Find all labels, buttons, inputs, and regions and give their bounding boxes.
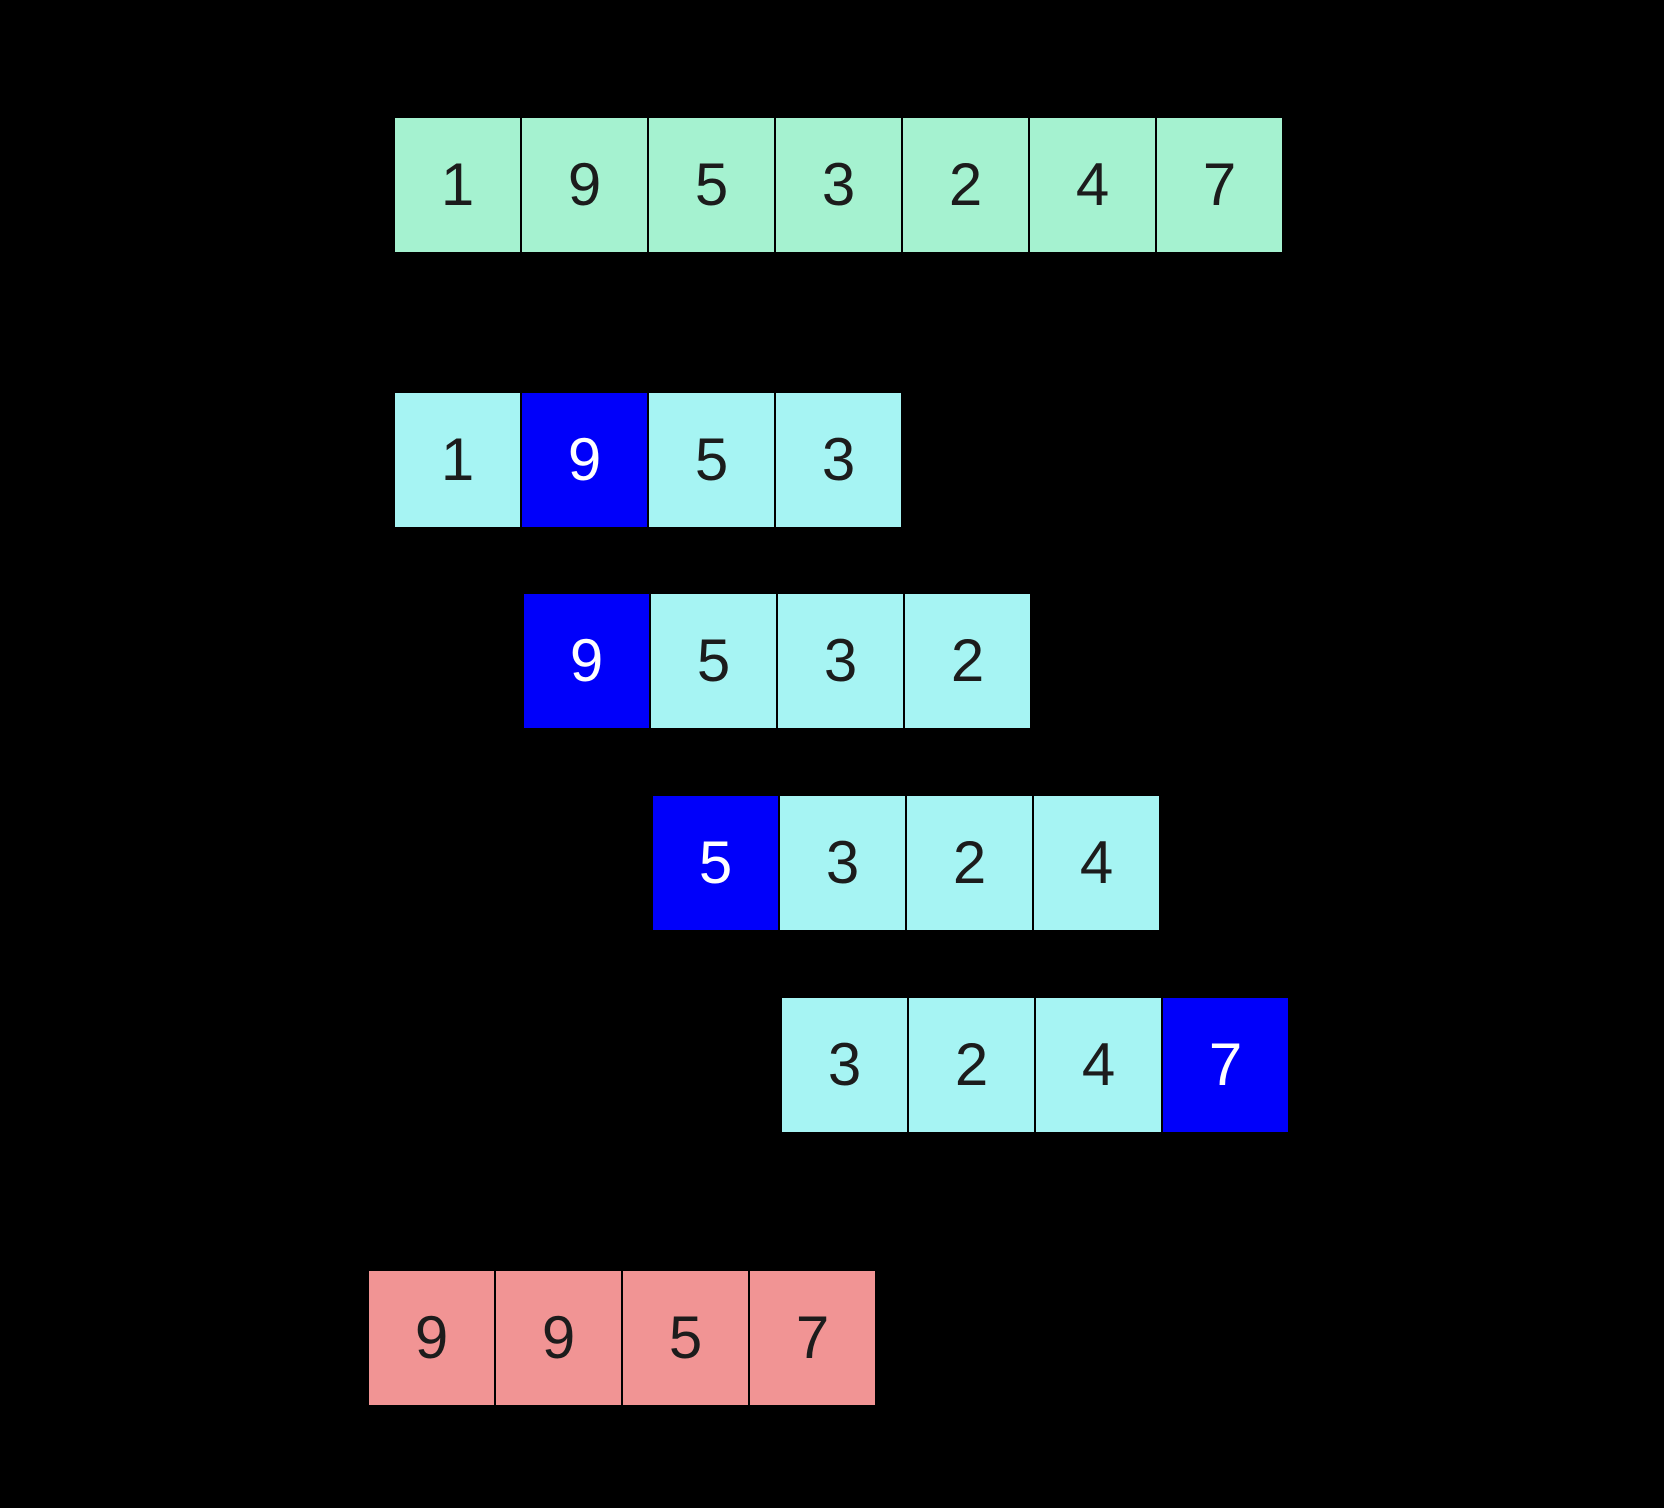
array-cell: 3 bbox=[776, 592, 905, 730]
array-cell: 9 bbox=[494, 1269, 623, 1407]
array-cell: 5 bbox=[621, 1269, 750, 1407]
window-max-cell: 5 bbox=[651, 794, 780, 932]
window-max-cell: 9 bbox=[520, 391, 649, 529]
array-cell: 2 bbox=[907, 996, 1036, 1134]
array-cell: 2 bbox=[901, 116, 1030, 254]
array-cell: 2 bbox=[903, 592, 1032, 730]
array-cell: 4 bbox=[1034, 996, 1163, 1134]
array-cell: 3 bbox=[774, 116, 903, 254]
array-cell: 3 bbox=[778, 794, 907, 932]
array-cell: 9 bbox=[520, 116, 649, 254]
array-cell: 7 bbox=[1155, 116, 1284, 254]
array-cell: 9 bbox=[367, 1269, 496, 1407]
array-cell: 5 bbox=[647, 391, 776, 529]
array-cell: 5 bbox=[647, 116, 776, 254]
array-cell: 4 bbox=[1032, 794, 1161, 932]
array-cell: 7 bbox=[748, 1269, 877, 1407]
array-cell: 5 bbox=[649, 592, 778, 730]
array-cell: 1 bbox=[393, 116, 522, 254]
window-max-cell: 9 bbox=[522, 592, 651, 730]
window-max-cell: 7 bbox=[1161, 996, 1290, 1134]
array-cell: 2 bbox=[905, 794, 1034, 932]
array-cell: 3 bbox=[780, 996, 909, 1134]
array-cell: 4 bbox=[1028, 116, 1157, 254]
array-cell: 1 bbox=[393, 391, 522, 529]
array-cell: 3 bbox=[774, 391, 903, 529]
